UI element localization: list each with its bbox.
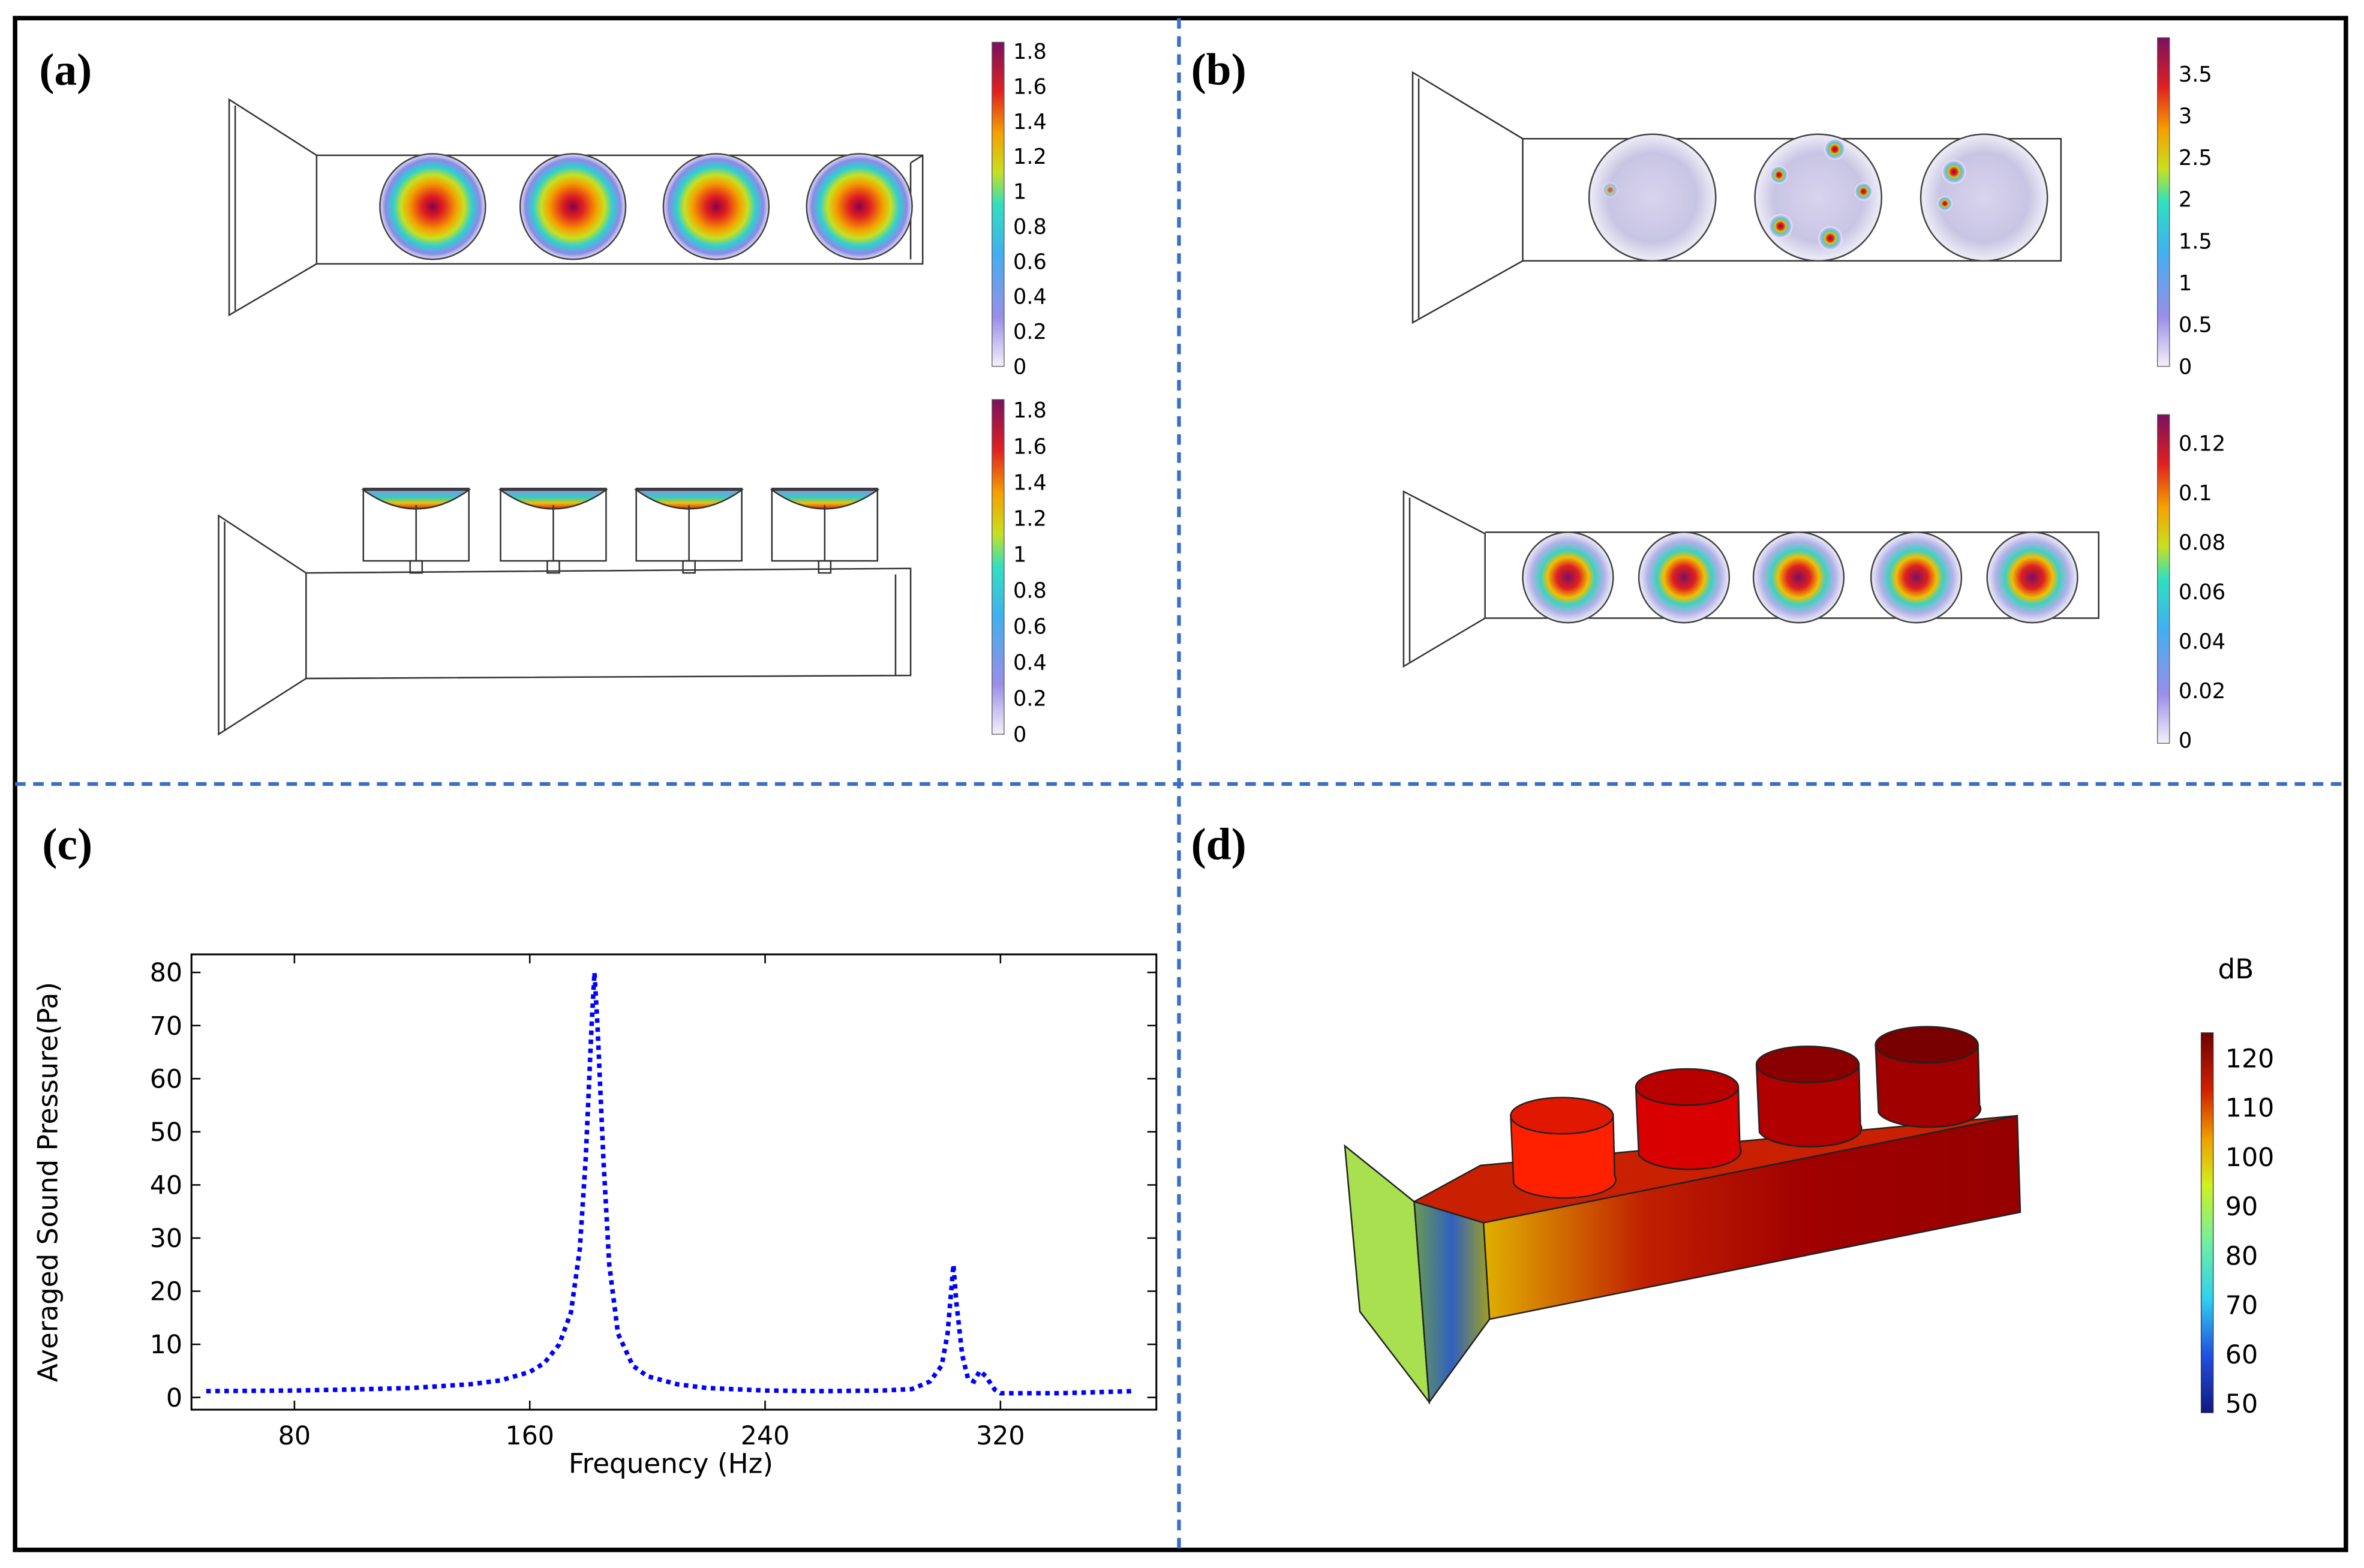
panel-d-model	[1344, 1026, 2021, 1405]
x-tick-label: 80	[278, 1421, 311, 1451]
colorbar-d	[2200, 1032, 2214, 1413]
colorbar-tick-label: 1.2	[1013, 145, 1047, 169]
y-tick-label: 20	[150, 1277, 182, 1307]
colorbar-tick-label: 0	[2179, 729, 2192, 753]
mode-field-1	[1588, 133, 1717, 262]
colorbar-a-top	[992, 41, 1005, 367]
panel-a-bottom-model	[218, 488, 912, 736]
colorbar-tick-label: 0.4	[1013, 651, 1047, 675]
resonator-membrane	[361, 489, 471, 510]
y-tick-label: 80	[150, 958, 182, 988]
colorbar-tick-label: 0.5	[2179, 313, 2212, 338]
y-tick-label: 50	[150, 1118, 182, 1148]
resonator-membrane	[769, 489, 880, 510]
colorbar-d-unit: dB	[2218, 953, 2254, 985]
colorbar-tick-label: 1.6	[1013, 74, 1047, 99]
colorbar-tick-label: 3	[2179, 104, 2192, 128]
colorbar-tick-label: 2.5	[2179, 146, 2212, 170]
colorbar-tick-label: 100	[2225, 1143, 2275, 1173]
colorbar-tick-label: 0.08	[2179, 531, 2225, 555]
colorbar-tick-label: 1.4	[1013, 470, 1047, 495]
colorbar-tick-label: 50	[2225, 1389, 2258, 1419]
x-axis-label: Frequency (Hz)	[569, 1448, 773, 1480]
colorbar-tick-label: 2	[2179, 188, 2192, 212]
colorbar-tick-label: 1.6	[1013, 434, 1047, 459]
colorbar-a-bottom	[992, 399, 1005, 735]
mode-field-3	[1920, 133, 2048, 262]
resonator-field-4	[806, 153, 913, 260]
colorbar-tick-label: 0.12	[2179, 432, 2225, 456]
colorbar-tick-label: 60	[2225, 1340, 2258, 1370]
resonator-cylinder	[1510, 1115, 1617, 1199]
colorbar-tick-label: 1	[1013, 180, 1026, 205]
y-tick-label: 10	[150, 1330, 182, 1360]
colorbar-d-labels: 120 110 100 90 80 70 60 50	[2225, 1044, 2275, 1420]
colorbar-tick-label: 0.1	[2179, 481, 2212, 506]
colorbar-tick-label: 0	[2179, 355, 2192, 379]
resonator-membrane	[633, 489, 744, 510]
resonator-neck	[546, 560, 560, 574]
resonator-neck	[818, 560, 832, 574]
colorbar-tick-label: 70	[2225, 1291, 2258, 1321]
colorbar-tick-label: 1	[2179, 271, 2192, 296]
y-tick-label: 60	[150, 1064, 182, 1094]
colorbar-tick-label: 0.06	[2179, 580, 2225, 605]
resonator-neck	[682, 560, 696, 574]
colorbar-tick-label: 1.8	[1013, 40, 1047, 64]
colorbar-tick-label: 0.04	[2179, 630, 2225, 654]
panel-label-b: (b)	[1191, 45, 1246, 95]
colorbar-tick-label: 0.4	[1013, 285, 1047, 310]
colorbar-tick-label: 0.6	[1013, 614, 1047, 639]
resonator-field-2	[519, 153, 627, 260]
colorbar-b-bottom-labels: 0.12 0.1 0.08 0.06 0.04 0.02 0	[2179, 432, 2225, 753]
colorbar-b-top-labels: 3.5 3 2.5 2 1.5 1 0.5 0	[2179, 62, 2212, 380]
y-tick-label: 30	[150, 1224, 182, 1254]
resonator-field-1	[379, 153, 486, 260]
x-tick-label: 320	[976, 1421, 1025, 1451]
colorbar-tick-label: 0.8	[1013, 215, 1047, 239]
colorbar-tick-label: 1	[1013, 542, 1026, 567]
resonator-field-3	[662, 153, 770, 260]
colorbar-tick-label: 1.5	[2179, 229, 2212, 254]
y-tick-label: 40	[150, 1170, 182, 1200]
panel-label-c: (c)	[42, 820, 92, 870]
y-tick-label: 70	[150, 1011, 182, 1041]
panel-a-top-model	[228, 98, 924, 317]
y-axis-label: Averaged Sound Pressure(Pa)	[32, 982, 64, 1382]
colorbar-tick-label: 1.2	[1013, 506, 1047, 531]
colorbar-tick-label: 0	[1013, 355, 1026, 379]
resonator-cylinder	[1875, 1044, 1982, 1128]
resonator-cylinder	[1755, 1064, 1863, 1148]
panel-b-bottom-model	[1402, 490, 2099, 668]
panel-label-d: (d)	[1191, 820, 1246, 870]
resonator-cylinder	[1635, 1086, 1742, 1170]
plot-area	[190, 953, 1158, 1411]
colorbar-tick-label: 0.8	[1013, 578, 1047, 603]
colorbar-tick-label: 1.8	[1013, 398, 1047, 423]
colorbar-a-bottom-labels: 1.8 1.6 1.4 1.2 1 0.8 0.6 0.4 0.2 0	[1013, 398, 1047, 747]
colorbar-a-top-labels: 1.8 1.6 1.4 1.2 1 0.8 0.6 0.4 0.2 0	[1013, 40, 1047, 379]
colorbar-tick-label: 1.4	[1013, 110, 1047, 134]
resonator-membrane	[498, 489, 609, 510]
colorbar-b-bottom	[2157, 414, 2170, 744]
colorbar-tick-label: 0.02	[2179, 679, 2225, 704]
panel-label-a: (a)	[39, 45, 92, 95]
panel-b-top-model	[1411, 71, 2062, 325]
colorbar-tick-label: 0.2	[1013, 320, 1047, 344]
colorbar-tick-label: 0.2	[1013, 687, 1047, 711]
colorbar-tick-label: 110	[2225, 1094, 2275, 1124]
resonator-neck	[409, 560, 423, 574]
colorbar-tick-label: 3.5	[2179, 62, 2212, 87]
x-tick-label: 240	[741, 1421, 790, 1451]
colorbar-tick-label: 90	[2225, 1192, 2258, 1222]
colorbar-tick-label: 0	[1013, 723, 1026, 747]
colorbar-tick-label: 80	[2225, 1241, 2258, 1271]
frequency-response-chart: Frequency (Hz) Averaged Sound Pressure(P…	[32, 953, 1158, 1480]
colorbar-tick-label: 0.6	[1013, 250, 1047, 274]
colorbar-b-top	[2157, 37, 2170, 367]
y-tick-label: 0	[166, 1383, 182, 1413]
x-tick-label: 160	[505, 1421, 554, 1451]
colorbar-tick-label: 120	[2225, 1044, 2275, 1074]
